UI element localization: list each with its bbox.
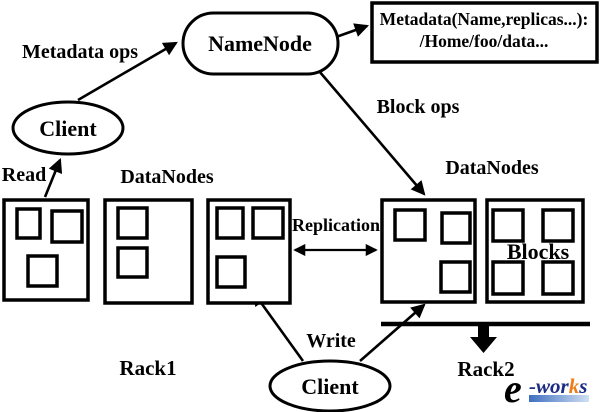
block-square bbox=[215, 255, 247, 289]
namenode-to-metadata-arrow bbox=[335, 23, 370, 39]
metadata-box bbox=[370, 1, 599, 64]
block-square bbox=[50, 209, 84, 244]
eworks-wordmark-part2: k bbox=[569, 374, 580, 398]
block-square bbox=[15, 207, 42, 240]
client-bottom-label: Client bbox=[301, 374, 359, 399]
eworks-logo-bar bbox=[529, 395, 589, 402]
client-bottom-shape bbox=[268, 359, 392, 412]
metadata-ops-label: Metadata ops bbox=[22, 41, 138, 63]
blocks-label: Blocks bbox=[507, 239, 570, 264]
namenode-shape bbox=[181, 11, 340, 76]
rack2-label: Rack2 bbox=[457, 357, 514, 381]
eworks-logo: e -works bbox=[504, 366, 589, 411]
write-label: Write bbox=[306, 330, 356, 352]
eworks-wordmark-part1: -wor bbox=[529, 374, 570, 398]
eworks-wordmark-part3: s bbox=[578, 374, 587, 398]
client-left-shape bbox=[11, 100, 125, 156]
read-label: Read bbox=[2, 164, 46, 186]
block-square bbox=[26, 254, 59, 288]
block-square bbox=[439, 260, 472, 294]
block-ops-label: Block ops bbox=[377, 96, 460, 118]
datanodes-left-label: DataNodes bbox=[120, 166, 214, 188]
datanode-box-1 bbox=[2, 198, 90, 302]
metadata-ops-arrow bbox=[77, 41, 178, 102]
block-square bbox=[541, 260, 575, 296]
block-square bbox=[440, 211, 472, 245]
datanode-box-4 bbox=[380, 198, 477, 304]
rack2-down-arrow bbox=[470, 324, 497, 353]
datanode-box-3 bbox=[206, 198, 292, 305]
block-ops-arrow bbox=[318, 70, 426, 196]
replication-label: Replication bbox=[292, 215, 380, 235]
block-square bbox=[491, 208, 525, 243]
block-square bbox=[541, 208, 575, 243]
eworks-logo-e-icon: e bbox=[504, 366, 522, 411]
read-arrow bbox=[43, 158, 63, 198]
block-square bbox=[116, 246, 149, 279]
client-left-label: Client bbox=[39, 116, 97, 141]
block-square bbox=[251, 206, 285, 240]
datanodes-right-label: DataNodes bbox=[445, 157, 539, 179]
block-square bbox=[393, 208, 427, 242]
eworks-logo-wordmark: -works bbox=[529, 374, 587, 398]
metadata-box-line2: /Home/foo/data... bbox=[419, 31, 549, 51]
datanode-box-5: Blocks bbox=[485, 198, 585, 304]
rack1-label: Rack1 bbox=[119, 356, 176, 380]
datanode-box-2 bbox=[103, 198, 194, 305]
namenode-label: NameNode bbox=[208, 31, 312, 56]
write-arrow-right bbox=[359, 303, 426, 362]
block-square bbox=[215, 206, 245, 240]
block-square bbox=[491, 260, 525, 296]
block-square bbox=[116, 206, 149, 240]
metadata-box-line1: Metadata(Name,replicas...): bbox=[380, 9, 589, 29]
